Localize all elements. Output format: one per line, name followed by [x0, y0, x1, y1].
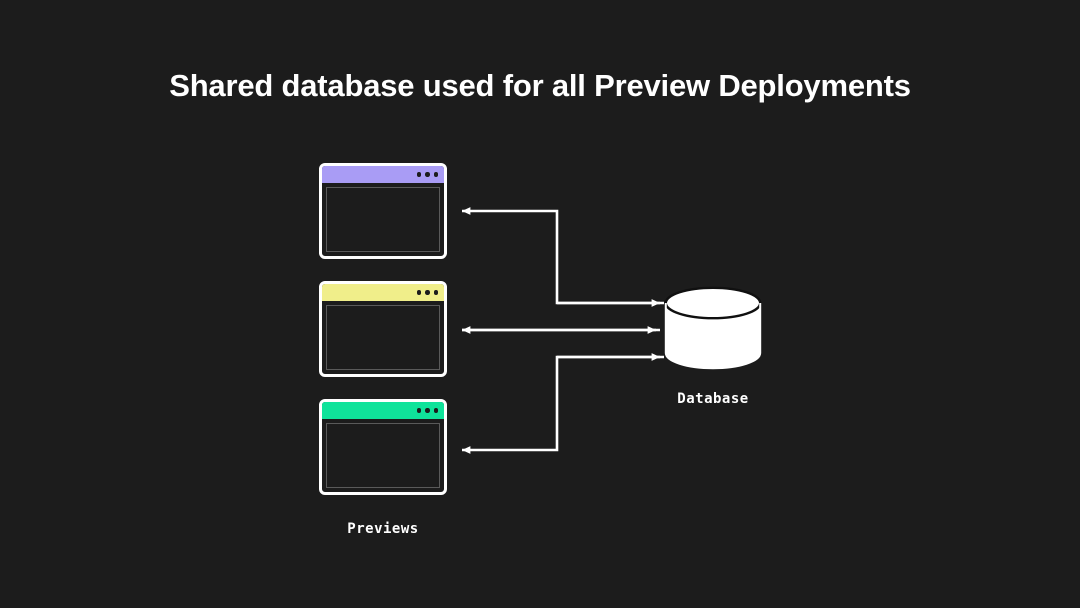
window-dot-icon — [433, 172, 438, 177]
window-dot-icon — [416, 290, 421, 295]
database-cylinder-icon[interactable] — [664, 286, 762, 370]
window-body — [326, 423, 440, 488]
previews-label: Previews — [347, 521, 419, 537]
window-titlebar-green — [322, 402, 444, 419]
window-body — [326, 305, 440, 370]
window-body — [326, 187, 440, 252]
window-dots — [416, 290, 438, 295]
window-dots — [416, 408, 438, 413]
window-dot-icon — [425, 290, 430, 295]
window-dot-icon — [416, 172, 421, 177]
window-dot-icon — [416, 408, 421, 413]
page-title: Shared database used for all Preview Dep… — [169, 68, 911, 103]
window-dot-icon — [425, 172, 430, 177]
window-dots — [416, 172, 438, 177]
window-dot-icon — [425, 408, 430, 413]
connector-window3-database — [461, 353, 664, 454]
database-label: Database — [677, 391, 749, 407]
window-titlebar-purple — [322, 166, 444, 183]
preview-window-purple[interactable] — [319, 163, 447, 259]
preview-window-green[interactable] — [319, 399, 447, 495]
window-dot-icon — [433, 408, 438, 413]
window-dot-icon — [433, 290, 438, 295]
connector-window1-database — [461, 207, 664, 307]
window-titlebar-yellow — [322, 284, 444, 301]
preview-window-yellow[interactable] — [319, 281, 447, 377]
